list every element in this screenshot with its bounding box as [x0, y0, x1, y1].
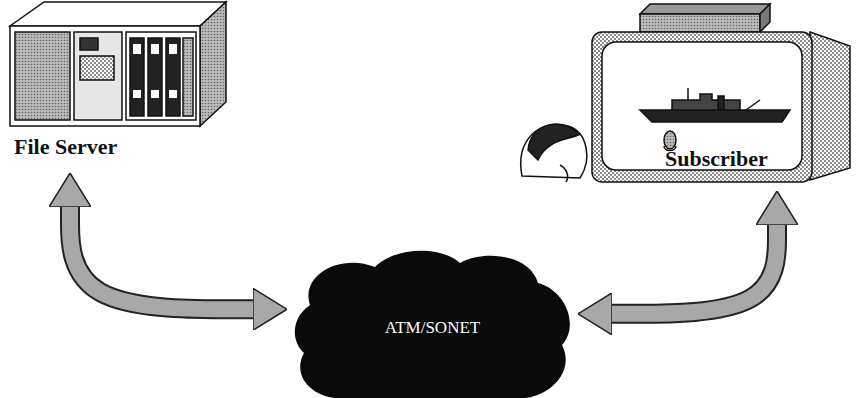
arrow-outline: [70, 207, 253, 309]
device-label: File Server: [14, 134, 117, 159]
device-label: Subscriber: [665, 146, 768, 171]
arrow-outline: [612, 225, 777, 314]
subscriber-node: Subscriber: [505, 0, 857, 188]
viewer: [521, 124, 676, 182]
network-label: ATM/SONET: [385, 318, 480, 338]
double-arrow: [612, 225, 777, 314]
network-cloud: ATM/SONET: [290, 245, 575, 398]
double-arrow: [70, 207, 253, 309]
server-node: File Server: [0, 0, 232, 170]
television: [592, 4, 850, 182]
server-cabinet: [10, 2, 226, 126]
arrow-body: [70, 207, 253, 309]
arrow-body: [612, 225, 777, 314]
